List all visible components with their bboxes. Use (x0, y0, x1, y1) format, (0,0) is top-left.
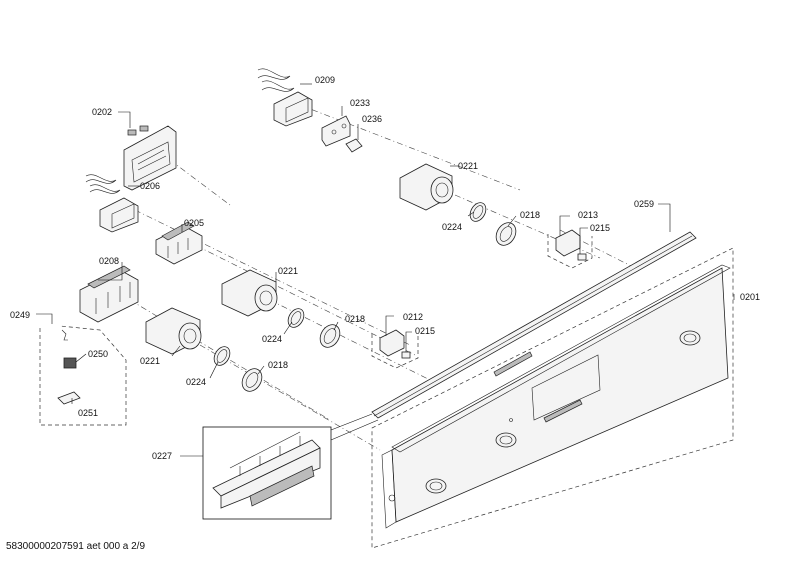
label-0227: 0227 (152, 451, 172, 461)
part-0202 (123, 125, 177, 191)
label-0224-top: 0224 (442, 222, 462, 232)
label-0212: 0212 (403, 312, 423, 322)
label-0213: 0213 (578, 210, 598, 220)
label-0224-mid: 0224 (262, 334, 282, 344)
part-0221-mid (221, 269, 278, 317)
label-0251: 0251 (78, 408, 98, 418)
label-0233: 0233 (350, 98, 370, 108)
label-0250: 0250 (88, 349, 108, 359)
label-0206: 0206 (140, 181, 160, 191)
label-0215-low: 0215 (415, 326, 435, 336)
part-0205 (155, 221, 203, 265)
detail-box-0227 (202, 413, 379, 520)
part-0208 (79, 265, 139, 323)
part-0206 (85, 174, 139, 233)
trim-strip-0259 (371, 231, 697, 419)
label-0218-top: 0218 (520, 210, 540, 220)
label-0205: 0205 (184, 218, 204, 228)
part-0221-low (145, 307, 202, 355)
label-0221-low: 0221 (140, 356, 160, 366)
label-0259: 0259 (634, 199, 654, 209)
part-0221-top (399, 163, 454, 211)
label-0218-low: 0218 (268, 360, 288, 370)
leader-lines (36, 83, 735, 457)
label-0221-mid: 0221 (278, 266, 298, 276)
lamp-group-0212 (371, 329, 419, 369)
label-0208: 0208 (99, 256, 119, 266)
label-0249: 0249 (10, 310, 30, 320)
label-0209: 0209 (315, 75, 335, 85)
label-0218-mid: 0218 (345, 314, 365, 324)
label-0201: 0201 (740, 292, 760, 302)
label-0215-top: 0215 (590, 223, 610, 233)
control-panel-0201 (371, 247, 734, 549)
sleeves-0218 (241, 222, 517, 392)
part-0209 (257, 68, 313, 127)
lamp-group-0213 (547, 229, 593, 269)
group-0249 (39, 325, 127, 426)
part-labels: 0209 0233 0236 0202 0206 0205 0208 0221 … (10, 75, 760, 461)
label-0202: 0202 (92, 107, 112, 117)
rings-0224 (213, 202, 487, 366)
label-0224-low: 0224 (186, 377, 206, 387)
label-0221-top: 0221 (458, 161, 478, 171)
part-0233 (321, 115, 351, 147)
part-0236 (345, 138, 363, 153)
document-code: 58300000207591 aet 000 a 2/9 (6, 541, 146, 552)
label-0236: 0236 (362, 114, 382, 124)
